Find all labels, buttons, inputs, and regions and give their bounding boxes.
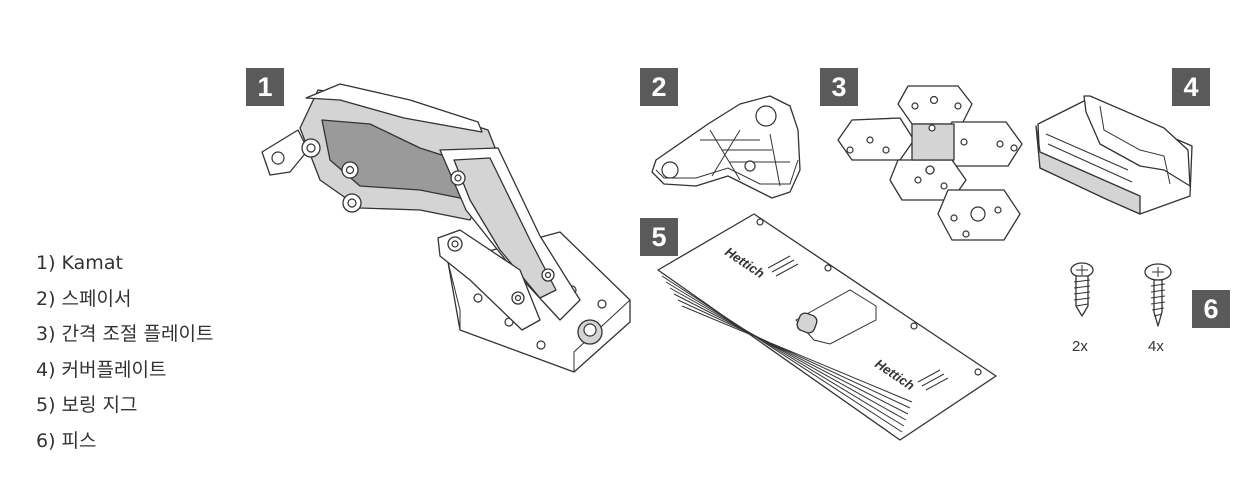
legend-item-boring-jig: 5) 보링 지그 (36, 394, 138, 416)
badge-4: 4 (1172, 68, 1210, 106)
short-screw-illustration (1070, 262, 1094, 317)
cover-plate-illustration (1035, 95, 1193, 215)
legend-item-adjust-plate: 3) 간격 조절 플레이트 (36, 323, 214, 345)
boring-jig-illustration: Hettich Hettich (657, 213, 997, 441)
legend-item-spacer: 2) 스페이서 (36, 287, 132, 310)
short-screw-quantity: 2x (1072, 338, 1088, 355)
badge-3: 3 (820, 68, 858, 106)
spacer-illustration (651, 95, 801, 199)
badge-6: 6 (1192, 290, 1230, 328)
legend-item-cover-plate: 4) 커버플레이트 (36, 358, 167, 381)
adjustment-plate-illustration (837, 85, 1023, 241)
legend-item-hinge: 1) Kamat (36, 252, 123, 274)
badge-5: 5 (640, 218, 678, 256)
badge-1: 1 (246, 68, 284, 106)
hinge-illustration (261, 83, 631, 373)
long-screw-quantity: 4x (1148, 338, 1164, 355)
parts-legend: 1) Kamat 2) 스페이서 3) 간격 조절 플레이트 4) 커버플레이트… (36, 246, 213, 459)
badge-2: 2 (640, 68, 678, 106)
legend-item-screws: 6) 피스 (36, 429, 97, 452)
long-screw-illustration (1144, 263, 1172, 327)
